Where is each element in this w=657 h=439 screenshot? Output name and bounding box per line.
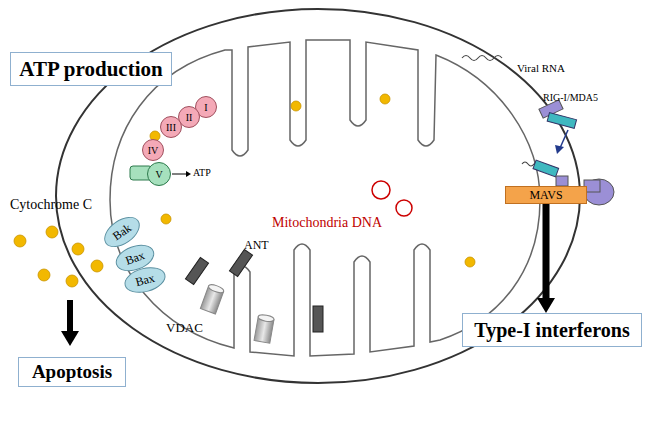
part-label: VDAC — [166, 320, 203, 336]
ant-transporter — [185, 257, 208, 284]
apoptosis-arrow — [67, 300, 73, 332]
cytochrome-dot — [46, 226, 58, 238]
vdac-channel-top — [208, 283, 225, 294]
node-text: III — [166, 122, 176, 133]
part-label: ANT — [244, 238, 269, 253]
ant-transporter — [229, 249, 252, 276]
cytochrome-dot — [161, 214, 171, 224]
viral-rna — [462, 56, 502, 61]
title-box: ATP production — [10, 52, 172, 86]
molecule-label: Viral RNA — [517, 62, 565, 74]
molecule-label: RIG-I/MDA5 — [543, 92, 598, 103]
atp-arrow — [172, 174, 186, 175]
node-text: Type-I interferons — [474, 319, 629, 342]
rig-i-arrowhead — [555, 145, 564, 154]
node-text: Bax — [134, 270, 157, 289]
cytochrome-dot — [380, 94, 390, 104]
mtdna-circle — [396, 200, 412, 216]
mavs-partner — [584, 179, 614, 205]
cytochrome-dot — [465, 257, 475, 267]
mtdna-circle — [372, 181, 390, 199]
ant-transporter — [313, 306, 323, 332]
node-text: Bak — [110, 220, 134, 243]
rig-i-domain — [556, 176, 568, 186]
node-text: ATP production — [19, 57, 162, 82]
node-text: Bax — [123, 248, 146, 269]
atp-arrowhead — [186, 171, 191, 177]
inner-membrane — [110, 40, 540, 356]
node-text: IV — [148, 145, 159, 156]
molecule-label: ATP — [193, 167, 211, 178]
node-text: I — [204, 102, 207, 113]
node-text: V — [155, 169, 162, 180]
part-label: Mitochondria DNA — [272, 215, 382, 231]
cytochrome-dot — [66, 275, 78, 287]
cytochrome-dot — [291, 101, 301, 111]
cytochrome-dot — [72, 243, 84, 255]
rig-i-domain — [533, 160, 559, 177]
rig-i-arrow — [560, 130, 568, 148]
rig-i-domain — [547, 113, 576, 129]
outcome-box: Type-I interferons — [462, 313, 642, 347]
cytochrome-dot — [14, 235, 26, 247]
cytochrome-dot — [38, 269, 50, 281]
complex-circle: V — [147, 162, 171, 186]
complex-circle: IV — [142, 139, 164, 161]
node-text: MAVS — [529, 188, 562, 203]
outcome-box: Apoptosis — [18, 357, 126, 387]
adaptor-box: MAVS — [505, 186, 587, 204]
complex-circle: III — [160, 116, 182, 138]
node-text: Apoptosis — [32, 361, 112, 383]
vdac-channel-top — [258, 314, 275, 323]
apoptosis-arrowhead — [61, 331, 79, 346]
node-text: II — [186, 112, 193, 123]
signal-arrow — [537, 204, 555, 313]
molecule-label: Cytochrome C — [10, 197, 92, 213]
cytochrome-dot — [91, 260, 103, 272]
